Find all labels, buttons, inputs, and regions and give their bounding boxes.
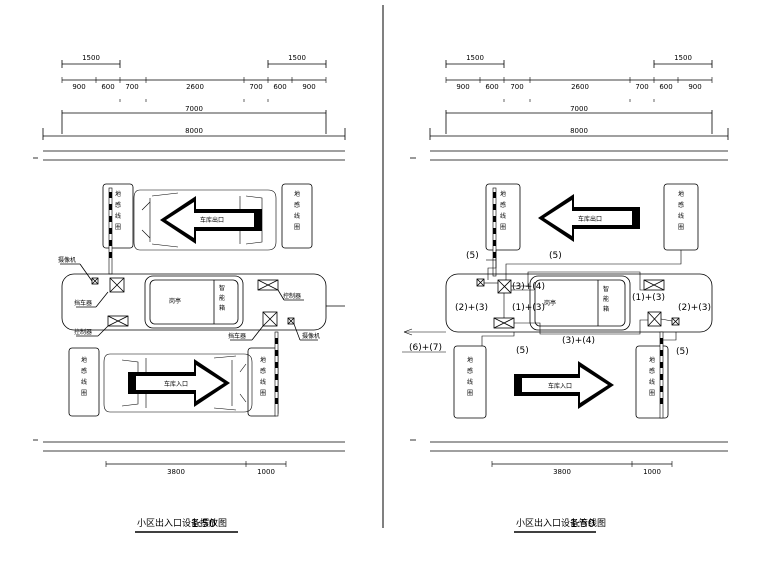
loop-bottom-left (68, 347, 100, 417)
dim-900-a: 900 (72, 83, 85, 91)
camera-label-right: 摄像机 (302, 332, 320, 340)
camera-left (476, 278, 485, 287)
loop-label: 地感线圈 (81, 356, 87, 397)
dim-900-a: 900 (456, 83, 469, 91)
drawing-title-left: 小区出入口设备摆放图 (137, 517, 227, 529)
exit-label: 车库出口 (578, 215, 602, 223)
booth-inner (534, 279, 626, 327)
barrier-box-right (262, 311, 278, 327)
wiring-panel-right: 1500 1500 900 600 700 2600 700 600 900 7… (402, 54, 729, 533)
loop-label: 地感线圈 (294, 190, 300, 231)
drawing-title-right: 小区出入口设备管线图 (516, 517, 606, 529)
loop-label: 地感线圈 (115, 190, 121, 231)
cable-label-2-3-right: (2)+(3) (678, 303, 711, 313)
loop-top-left (485, 183, 521, 251)
cable-label-3-4: (3)+(4) (512, 282, 545, 292)
booth-label: 岗亭 (544, 299, 556, 307)
dim-700-b: 700 (635, 83, 648, 91)
cable-label-1-3: (1)+(3) (632, 293, 665, 303)
layout-panel-left: 1500 1500 900 600 700 2600 700 600 900 7… (33, 54, 346, 533)
drawing-scale-left: 1:50 (191, 517, 216, 530)
loop-label: 地感线圈 (500, 190, 506, 231)
dim-700-b: 700 (249, 83, 262, 91)
dim-8000: 8000 (570, 127, 588, 135)
booth-outer (144, 275, 244, 329)
cable-label-3-4-bottom: (3)+(4) (562, 336, 595, 346)
loop-bottom-right (635, 345, 669, 419)
camera-right (671, 317, 680, 326)
loop-label: 地感线圈 (467, 356, 473, 397)
cable-label-5-top: (5) (549, 251, 562, 261)
dim-1500-right: 1500 (674, 54, 692, 62)
controller-label-left: 控制器 (74, 328, 92, 336)
barrier-label-right: 挡车器 (228, 332, 246, 340)
car-exit (133, 189, 277, 251)
dim-1000: 1000 (643, 468, 661, 476)
cable-label-2-3-left: (2)+(3) (455, 303, 488, 313)
controller-label-right: 控制器 (283, 292, 301, 300)
dim-600-b: 600 (273, 83, 286, 91)
booth-label: 岗亭 (169, 297, 181, 305)
drawing-scale-right: 1:50 (570, 517, 595, 530)
island (445, 273, 713, 333)
loop-top-right (281, 183, 313, 249)
dim-700-a: 700 (125, 83, 138, 91)
dim-2600: 2600 (571, 83, 589, 91)
cable-label-5-right: (5) (676, 347, 689, 357)
controller-right (257, 279, 279, 291)
camera-label-left: 摄像机 (58, 256, 76, 264)
cable-label-5-left: (5) (466, 251, 479, 261)
dim-900-b: 900 (302, 83, 315, 91)
dim-600-a: 600 (101, 83, 114, 91)
cable-routes (403, 250, 682, 346)
smart-box-label: 智能箱 (219, 284, 225, 312)
entry-label: 车库入口 (164, 380, 188, 388)
dim-600-b: 600 (659, 83, 672, 91)
cable-label-5-bottom: (5) (516, 346, 529, 356)
loop-label: 地感线圈 (678, 190, 684, 231)
camera-right (287, 317, 295, 325)
dim-3800: 3800 (553, 468, 571, 476)
dim-7000: 7000 (570, 105, 588, 113)
barrier-box-left (497, 279, 512, 294)
booth-inner (149, 279, 239, 325)
dim-2600: 2600 (186, 83, 204, 91)
smart-box-label: 智能箱 (603, 285, 609, 313)
dim-900-b: 900 (688, 83, 701, 91)
dim-1500-left: 1500 (466, 54, 484, 62)
entry-label: 车库入口 (548, 382, 572, 390)
cable-label-1-3-mid: (1)+(3) (512, 303, 545, 313)
dim-700-a: 700 (510, 83, 523, 91)
controller-right (643, 279, 665, 291)
loop-bottom-left (453, 345, 487, 419)
barrier-label-left: 挡车器 (74, 299, 92, 307)
barrier-box-left (109, 277, 125, 293)
booth-outer (529, 275, 631, 331)
controller-left (107, 315, 129, 327)
loop-label: 地感线圈 (260, 356, 266, 397)
dim-1500-right: 1500 (288, 54, 306, 62)
cable-label-6-7: (6)+(7) (409, 343, 442, 353)
dim-1000: 1000 (257, 468, 275, 476)
loop-label: 地感线圈 (649, 356, 655, 397)
loop-top-left (102, 183, 134, 249)
dim-3800: 3800 (167, 468, 185, 476)
dim-1500-left: 1500 (82, 54, 100, 62)
exit-label: 车库出口 (200, 216, 224, 224)
dim-7000: 7000 (185, 105, 203, 113)
island (61, 273, 327, 331)
dim-600-a: 600 (485, 83, 498, 91)
dim-8000: 8000 (185, 127, 203, 135)
